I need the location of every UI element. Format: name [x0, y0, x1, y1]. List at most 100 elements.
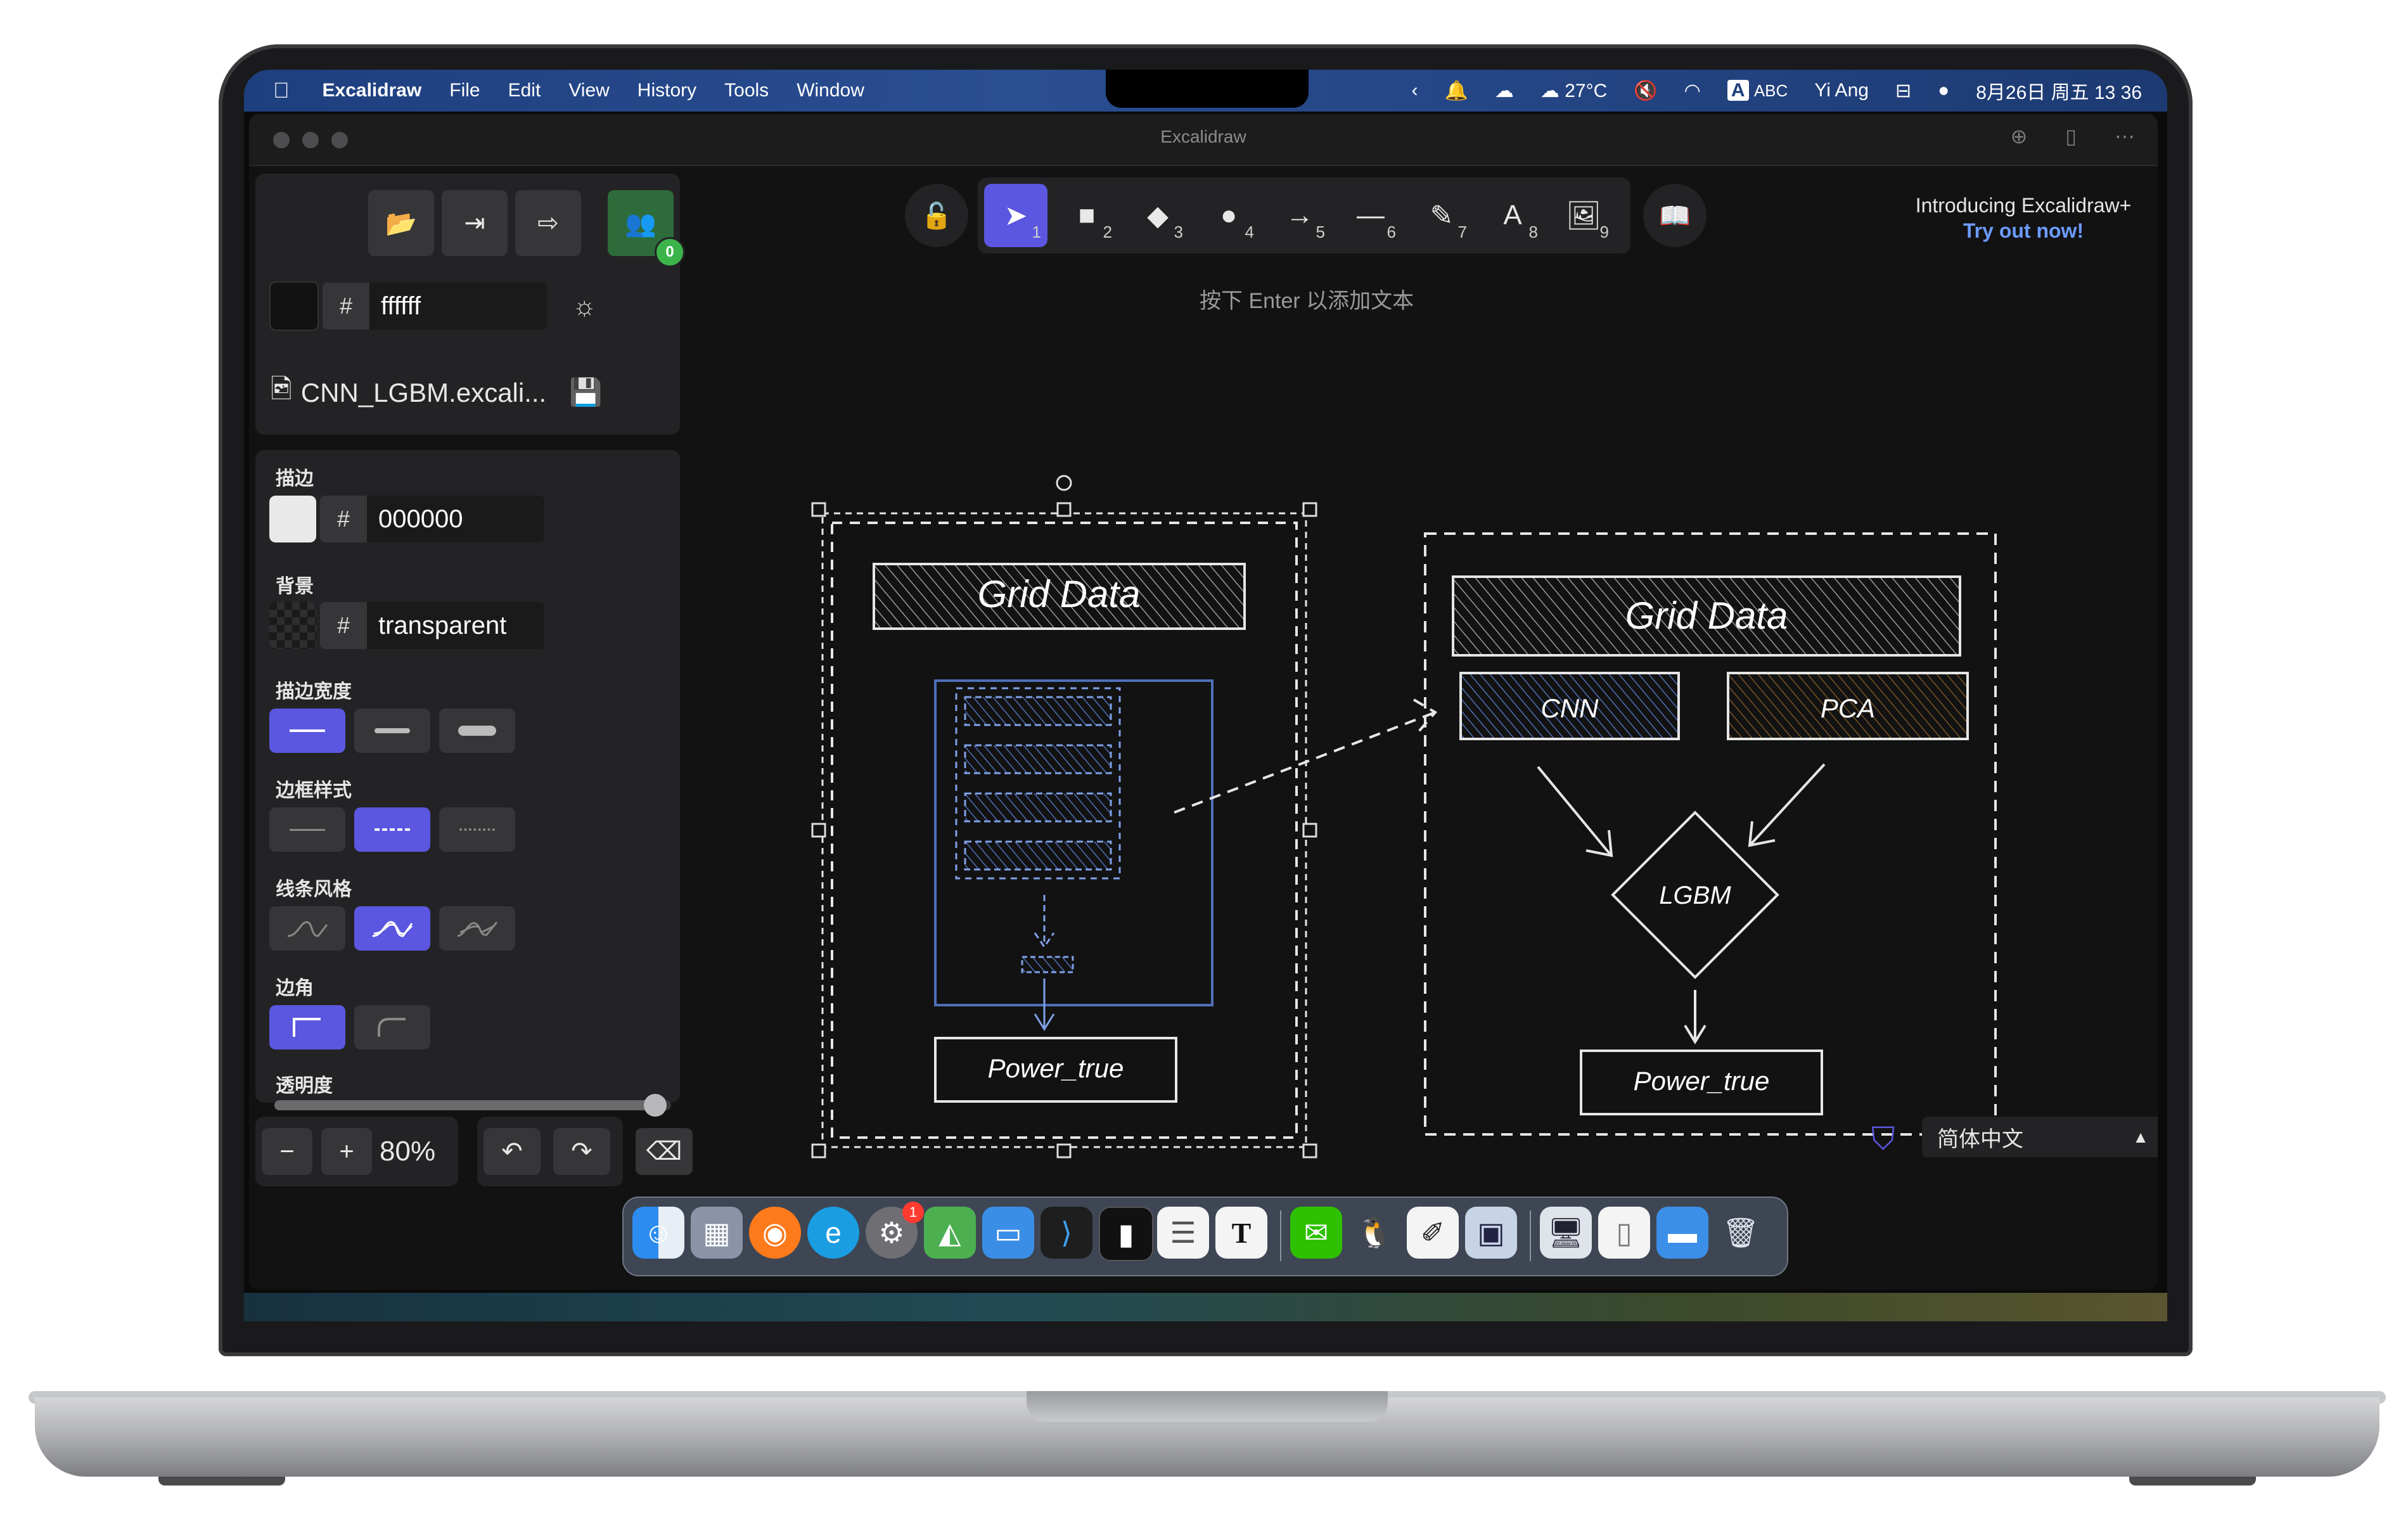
- preview-icon[interactable]: ▭: [982, 1207, 1034, 1259]
- stroke-style-dashed[interactable]: [354, 807, 430, 852]
- more-icon[interactable]: ⋯: [2115, 125, 2135, 148]
- feature-row-2[interactable]: [964, 744, 1112, 774]
- screen-icon[interactable]: 🖥: [1540, 1207, 1592, 1259]
- close-window-button[interactable]: [273, 132, 290, 148]
- zoom-level[interactable]: 80%: [380, 1136, 436, 1167]
- feature-row-1[interactable]: [964, 696, 1112, 726]
- document-icon[interactable]: ▯: [2065, 125, 2077, 148]
- open-button[interactable]: 📂: [368, 190, 434, 256]
- left-container[interactable]: [831, 522, 1298, 1139]
- launchpad-icon[interactable]: ▦: [691, 1207, 743, 1259]
- diamond-tool[interactable]: ◆3: [1126, 184, 1189, 247]
- minimize-window-button[interactable]: [302, 132, 319, 148]
- shield-icon[interactable]: ⛉: [1871, 1121, 1895, 1157]
- library-button[interactable]: 📖: [1643, 184, 1707, 247]
- qq-icon[interactable]: 🐧: [1356, 1216, 1393, 1249]
- feature-row-3[interactable]: [964, 792, 1112, 823]
- pca-box[interactable]: [1727, 672, 1969, 740]
- zoom-icon[interactable]: ⊕: [2010, 125, 2028, 148]
- bell-icon[interactable]: 🔔: [1444, 80, 1468, 101]
- file-name[interactable]: CNN_LGBM.excali...: [300, 377, 547, 408]
- line-tool[interactable]: —6: [1339, 184, 1402, 247]
- zoom-out-button[interactable]: −: [262, 1128, 312, 1175]
- firefox-icon[interactable]: ◉: [749, 1207, 801, 1259]
- right-container[interactable]: [1424, 532, 1997, 1136]
- terminal-icon[interactable]: ▮: [1099, 1207, 1153, 1261]
- resize-handle-w[interactable]: [811, 823, 826, 838]
- resize-handle-n[interactable]: [1056, 502, 1072, 517]
- arrow-tool[interactable]: →5: [1268, 184, 1331, 247]
- zoom-in-button[interactable]: +: [321, 1128, 372, 1175]
- folder-icon[interactable]: ▬: [1656, 1207, 1708, 1259]
- ellipse-tool[interactable]: ●4: [1197, 184, 1260, 247]
- flatten-to-output-arrow[interactable]: [1034, 979, 1055, 1031]
- clock[interactable]: 8月26日 周五 13 36: [1976, 82, 2142, 103]
- lgbm-diamond[interactable]: [1611, 811, 1779, 979]
- pca-to-lgbm-arrow[interactable]: [1748, 763, 1826, 847]
- undo-button[interactable]: ↶: [484, 1128, 541, 1175]
- stroke-width-thin[interactable]: [269, 709, 345, 753]
- vscode-icon[interactable]: ⟩: [1041, 1207, 1092, 1259]
- right-output-box[interactable]: [1580, 1049, 1823, 1115]
- sun-icon[interactable]: ☼: [572, 291, 597, 321]
- cnn-box[interactable]: [1459, 672, 1680, 740]
- weather-readout[interactable]: ☁ 27°C: [1540, 80, 1607, 102]
- canvas-bg-hex-input[interactable]: ffffff: [369, 283, 547, 330]
- flatten-box[interactable]: [1021, 956, 1074, 973]
- input-method[interactable]: A ABC: [1727, 80, 1788, 101]
- opacity-slider-thumb[interactable]: [643, 1094, 667, 1117]
- collaborate-button[interactable]: 👥: [608, 190, 674, 256]
- document-icon[interactable]: ▯: [1598, 1207, 1650, 1259]
- siri-icon[interactable]: ●: [1938, 80, 1950, 101]
- export-image-button[interactable]: ⇨: [515, 190, 581, 256]
- edge-round[interactable]: [354, 1005, 430, 1049]
- zoom-window-button[interactable]: [331, 132, 348, 148]
- rectangle-tool[interactable]: ■2: [1055, 184, 1118, 247]
- feature-row-4[interactable]: [964, 840, 1112, 871]
- lgbm-to-output-arrow[interactable]: [1684, 990, 1707, 1044]
- resize-handle-se[interactable]: [1302, 1143, 1317, 1158]
- menu-edit[interactable]: Edit: [492, 80, 541, 101]
- opacity-track[interactable]: [274, 1094, 671, 1117]
- control-center-icon[interactable]: ⊟: [1895, 80, 1912, 101]
- resize-handle-s[interactable]: [1056, 1143, 1072, 1158]
- sloppiness-artist[interactable]: [354, 906, 430, 951]
- stroke-width-extra-bold[interactable]: [439, 709, 515, 753]
- left-diagram-group[interactable]: Grid Data Power_true: [811, 475, 1317, 1158]
- resize-handle-sw[interactable]: [811, 1143, 826, 1158]
- background-swatch[interactable]: [269, 602, 316, 649]
- stroke-swatch[interactable]: [269, 496, 316, 542]
- finder-icon[interactable]: ☺: [632, 1207, 684, 1259]
- menu-view[interactable]: View: [552, 80, 609, 101]
- excalidraw-icon[interactable]: ✐: [1407, 1207, 1459, 1259]
- image-tool[interactable]: 🖼9: [1552, 184, 1615, 247]
- background-hex-input[interactable]: transparent: [367, 602, 544, 649]
- rotate-handle[interactable]: [1056, 475, 1072, 491]
- remote-desktop-icon[interactable]: ▣: [1465, 1207, 1517, 1259]
- resize-handle-ne[interactable]: [1302, 502, 1317, 517]
- right-grid-data-box[interactable]: [1452, 575, 1961, 657]
- typora-icon[interactable]: T: [1215, 1207, 1267, 1259]
- canvas-bg-swatch[interactable]: [269, 281, 319, 331]
- apple-icon[interactable]: : [273, 79, 290, 103]
- sloppiness-cartoonist[interactable]: [439, 906, 515, 951]
- eraser-button[interactable]: ⌫: [636, 1128, 693, 1175]
- language-select[interactable]: 简体中文 ▲: [1922, 1117, 2158, 1157]
- save-as-button[interactable]: ⇥: [442, 190, 508, 256]
- wifi-icon[interactable]: ◠: [1684, 80, 1701, 101]
- cloud-icon[interactable]: ☁: [1494, 80, 1514, 101]
- mute-icon[interactable]: 🔇: [1634, 80, 1658, 101]
- menu-history[interactable]: History: [621, 80, 696, 101]
- stroke-style-dotted[interactable]: [439, 807, 515, 852]
- wechat-icon[interactable]: ✉: [1290, 1207, 1342, 1259]
- trash-icon[interactable]: 🗑: [1722, 1216, 1760, 1249]
- user-name[interactable]: Yi Ang: [1814, 80, 1869, 101]
- resize-handle-e[interactable]: [1302, 823, 1317, 838]
- menu-file[interactable]: File: [433, 80, 480, 101]
- stroke-width-bold[interactable]: [354, 709, 430, 753]
- selection-tool[interactable]: ➤1: [984, 184, 1047, 247]
- menu-app-name[interactable]: Excalidraw: [306, 80, 422, 101]
- promo-link[interactable]: Try out now!: [1963, 219, 2084, 242]
- menu-tools[interactable]: Tools: [708, 80, 769, 101]
